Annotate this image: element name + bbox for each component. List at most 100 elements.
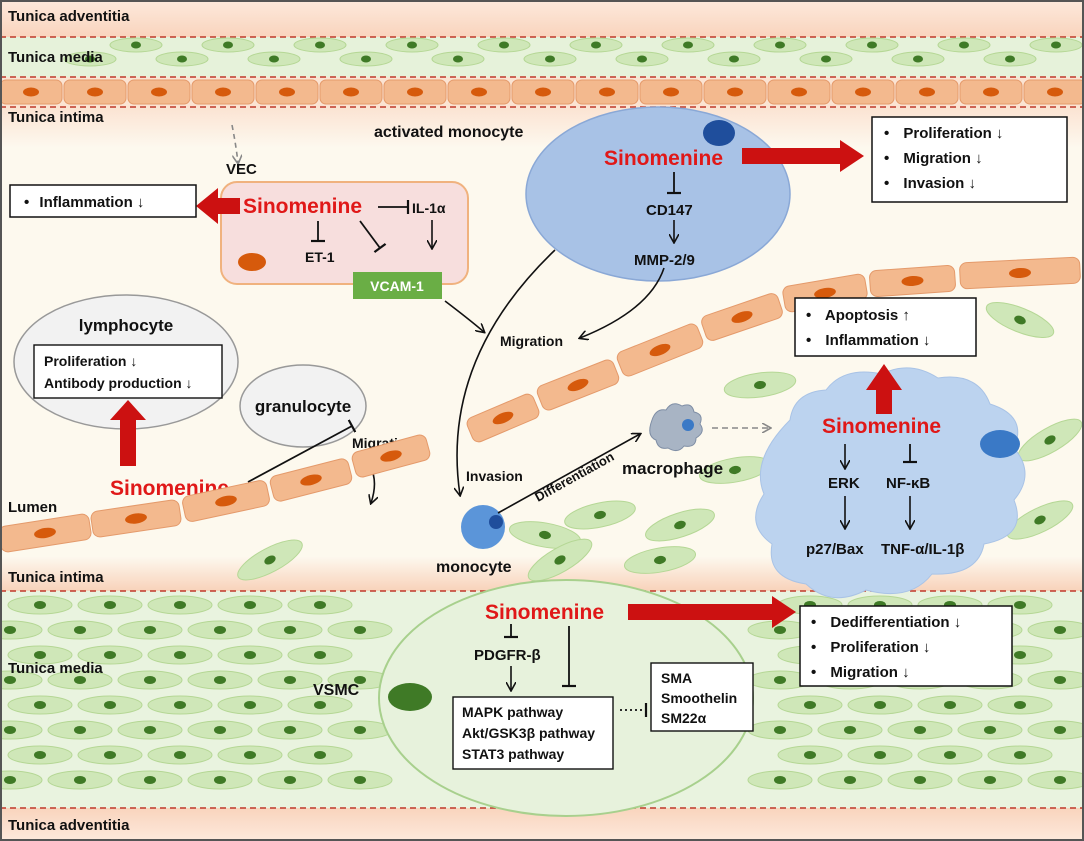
cell-decorations — [0, 37, 1084, 790]
media-cell-nucleus — [144, 626, 156, 634]
differentiation-arrow — [497, 434, 640, 514]
media-cell-nucleus — [775, 41, 785, 49]
media-cell-nucleus — [144, 676, 156, 684]
label-media-top: Tunica media — [8, 49, 103, 66]
media-cell-nucleus — [244, 701, 256, 709]
macrophage-cell — [755, 367, 1026, 599]
media-cell-nucleus — [984, 726, 996, 734]
media-cell-nucleus — [174, 651, 186, 659]
intima-cell-group — [701, 293, 783, 341]
media-cell-nucleus — [407, 41, 417, 49]
media-cell-nucleus — [1054, 626, 1066, 634]
endothelial-nucleus — [343, 87, 359, 97]
cd147-label: CD147 — [646, 202, 693, 219]
monocyte-red-arrow — [742, 140, 864, 172]
migrating-smooth-muscle-cell — [564, 500, 636, 530]
marker-smoothelin: Smoothelin — [661, 690, 737, 706]
media-cell-nucleus — [223, 41, 233, 49]
media-cell-nucleus — [804, 751, 816, 759]
intima-endothelial-nucleus — [649, 343, 671, 357]
macrophage-effect-2: • Inflammation ↓ — [806, 332, 930, 349]
intima-endothelial-nucleus — [380, 450, 402, 462]
endothelial-nucleus — [663, 87, 679, 97]
media-cell-nucleus — [984, 776, 996, 784]
media-cell-nucleus — [214, 676, 226, 684]
intima-endothelial-nucleus — [567, 378, 589, 392]
migrating-cell-nucleus — [654, 555, 666, 565]
endothelial-nucleus — [279, 87, 295, 97]
media-cell-nucleus — [74, 726, 86, 734]
media-cell-nucleus — [1014, 751, 1026, 759]
erk-label: ERK — [828, 475, 860, 492]
intima-endothelial-nucleus — [300, 474, 322, 486]
media-cell-nucleus — [913, 55, 923, 63]
vec-effects-box — [9, 184, 197, 218]
pathway-mapk: MAPK pathway — [462, 704, 563, 720]
vec-red-arrow — [196, 188, 240, 224]
macrophage-effects-box — [794, 297, 977, 357]
endothelial-nucleus — [151, 87, 167, 97]
media-cell-nucleus — [874, 701, 886, 709]
media-cell-nucleus — [104, 751, 116, 759]
media-cell-nucleus — [867, 41, 877, 49]
migrating-cell-nucleus — [594, 510, 606, 520]
intima-endothelial-nucleus — [215, 495, 237, 507]
vcam1-label: VCAM-1 — [370, 278, 424, 294]
media-cell-nucleus — [1054, 776, 1066, 784]
migrating-smooth-muscle-cell — [985, 302, 1055, 338]
media-cell-nucleus — [914, 776, 926, 784]
vsmc-effect-1: • Dedifferentiation ↓ — [811, 614, 961, 631]
migrating-cell-nucleus — [554, 555, 566, 565]
migrating-cell-nucleus — [674, 520, 686, 530]
media-cell-nucleus — [174, 751, 186, 759]
media-cell-nucleus — [144, 776, 156, 784]
activated-monocyte-nucleus — [703, 120, 735, 146]
marker-sm22a: SM22α — [661, 710, 707, 726]
migrating-cell-nucleus — [1044, 435, 1056, 445]
vec-label: VEC — [226, 161, 257, 178]
media-cell-nucleus — [284, 776, 296, 784]
endothelial-nucleus — [855, 87, 871, 97]
media-cell-nucleus — [315, 41, 325, 49]
lymphocyte-label: lymphocyte — [79, 316, 173, 335]
endothelial-nucleus — [1047, 87, 1063, 97]
pathways-box — [452, 696, 614, 770]
label-intima-top: Tunica intima — [8, 109, 104, 126]
et1-label: ET-1 — [305, 249, 335, 265]
marker-sma: SMA — [661, 670, 692, 686]
media-cell-nucleus — [34, 751, 46, 759]
intima-endothelial-nucleus — [125, 513, 147, 524]
media-cell-nucleus — [354, 626, 366, 634]
endothelial-nucleus — [599, 87, 615, 97]
media-cell-nucleus — [1014, 601, 1026, 609]
media-cell-nucleus — [4, 726, 16, 734]
vec-effect-1: • Inflammation ↓ — [24, 194, 144, 211]
intima-endothelial-nucleus — [731, 311, 753, 323]
media-cell-nucleus — [354, 726, 366, 734]
markers-box — [650, 662, 754, 732]
activated-monocyte-label: activated monocyte — [374, 124, 523, 141]
intima-to-vec-arrow — [231, 124, 238, 163]
media-cell-nucleus — [284, 726, 296, 734]
nfkb-label: NF-κB — [886, 475, 930, 492]
p27-label: p27/Bax — [806, 541, 864, 558]
media-smooth-muscle-cell — [0, 670, 43, 690]
media-cell-nucleus — [74, 626, 86, 634]
migrating-cell-nucleus — [729, 465, 741, 475]
monocyte-effect-3: • Invasion ↓ — [884, 175, 976, 192]
intima-endothelial-nucleus — [1009, 267, 1031, 279]
media-cell-nucleus — [214, 776, 226, 784]
intima-cell-group — [536, 359, 620, 411]
endothelial-nucleus — [727, 87, 743, 97]
intima-cell-group — [182, 480, 270, 522]
sinomenine-macrophage: Sinomenine — [822, 415, 941, 438]
inhibit-vcam1 — [359, 220, 387, 254]
media-cell-nucleus — [545, 55, 555, 63]
macrophage-nucleus — [980, 430, 1020, 458]
media-cell-nucleus — [354, 776, 366, 784]
invasion-label: Invasion — [466, 468, 523, 484]
endothelial-nucleus — [23, 87, 39, 97]
macrophage-small-cell — [649, 403, 703, 452]
media-cell-nucleus — [104, 601, 116, 609]
media-cell-nucleus — [774, 626, 786, 634]
